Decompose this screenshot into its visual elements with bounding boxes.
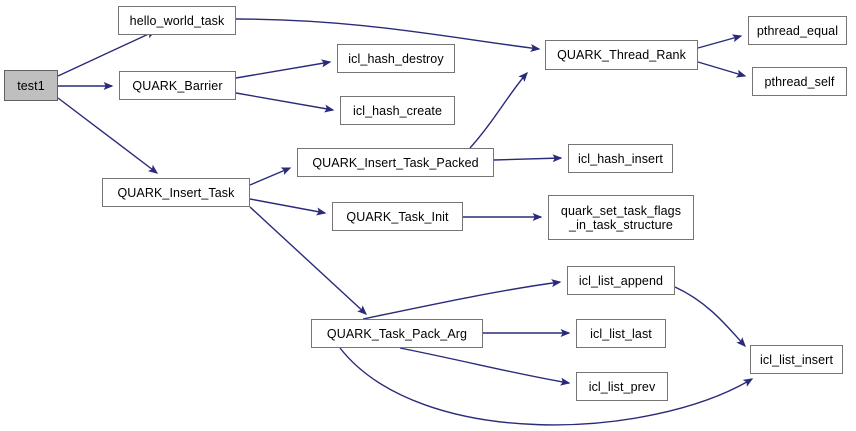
graph-node-icl_hash_destroy[interactable]: icl_hash_destroy (337, 44, 455, 73)
graph-node-label: quark_set_task_flags _in_task_structure (560, 203, 682, 232)
graph-edge-hello_world_task-to-quark_thread_rank (235, 18, 541, 52)
graph-node-quark_insert_packed[interactable]: QUARK_Insert_Task_Packed (297, 148, 494, 177)
graph-node-quark_set_flags[interactable]: quark_set_task_flags _in_task_structure (548, 195, 694, 240)
graph-node-label: icl_list_insert (759, 352, 834, 367)
graph-edge-quark_task_pack_arg-to-icl_list_append (362, 279, 562, 320)
graph-node-icl_list_last[interactable]: icl_list_last (576, 319, 666, 348)
graph-node-label: hello_world_task (129, 13, 225, 28)
graph-node-label: QUARK_Insert_Task_Packed (312, 155, 479, 170)
graph-node-icl_hash_create[interactable]: icl_hash_create (340, 96, 455, 125)
graph-edge-quark_barrier-to-icl_hash_destroy (235, 59, 332, 79)
graph-edge-icl_list_append-to-icl_list_insert (674, 286, 746, 348)
graph-node-label: test1 (17, 78, 45, 93)
graph-node-label: QUARK_Task_Init (346, 209, 449, 224)
graph-node-icl_list_insert[interactable]: icl_list_insert (750, 345, 843, 374)
graph-node-label: icl_hash_create (352, 103, 443, 118)
graph-edge-test1-to-quark_insert_task (57, 97, 159, 174)
graph-edge-quark_task_pack_arg-to-icl_list_prev (399, 347, 571, 386)
graph-node-label: icl_hash_destroy (348, 51, 444, 66)
graph-node-icl_list_prev[interactable]: icl_list_prev (576, 372, 668, 401)
graph-node-label: icl_list_last (590, 326, 652, 341)
graph-node-label: QUARK_Barrier (132, 78, 223, 93)
graph-node-label: icl_hash_insert (578, 151, 663, 166)
graph-edge-quark_insert_packed-to-icl_hash_insert (493, 154, 563, 163)
graph-edge-quark_insert_task-to-quark_insert_packed (249, 167, 292, 186)
edge-group (57, 18, 754, 426)
graph-node-pthread_self[interactable]: pthread_self (752, 67, 847, 96)
graph-node-test1[interactable]: test1 (4, 70, 58, 101)
graph-node-quark_thread_rank[interactable]: QUARK_Thread_Rank (545, 40, 698, 70)
graph-node-quark_task_init[interactable]: QUARK_Task_Init (332, 202, 463, 231)
graph-node-pthread_equal[interactable]: pthread_equal (748, 16, 847, 45)
graph-edge-quark_task_pack_arg-to-icl_list_insert (339, 347, 754, 426)
graph-node-label: icl_list_prev (588, 379, 656, 394)
graph-node-hello_world_task[interactable]: hello_world_task (118, 6, 236, 35)
graph-node-label: icl_list_append (578, 273, 664, 288)
graph-edge-quark_insert_task-to-quark_task_pack_arg (249, 206, 368, 315)
graph-edge-test1-to-hello_world_task (57, 30, 157, 77)
graph-node-label: QUARK_Insert_Task (117, 185, 235, 200)
graph-node-label: QUARK_Thread_Rank (557, 48, 686, 62)
graph-node-label: pthread_self (764, 74, 835, 89)
graph-node-quark_task_pack_arg[interactable]: QUARK_Task_Pack_Arg (311, 319, 483, 348)
graph-node-icl_hash_insert[interactable]: icl_hash_insert (568, 144, 673, 173)
graph-edge-quark_thread_rank-to-pthread_self (697, 61, 747, 78)
graph-node-label: pthread_equal (756, 23, 839, 38)
graph-node-label: QUARK_Task_Pack_Arg (326, 326, 468, 341)
graph-edge-quark_barrier-to-icl_hash_create (235, 92, 335, 113)
graph-edge-quark_insert_task-to-quark_task_init (249, 198, 327, 216)
graph-edge-quark_thread_rank-to-pthread_equal (697, 34, 743, 49)
graph-node-quark_barrier[interactable]: QUARK_Barrier (119, 71, 236, 100)
graph-node-quark_insert_task[interactable]: QUARK_Insert_Task (102, 178, 250, 207)
graph-node-icl_list_append[interactable]: icl_list_append (567, 266, 675, 295)
graph-edge-quark_insert_packed-to-quark_thread_rank (469, 71, 528, 149)
